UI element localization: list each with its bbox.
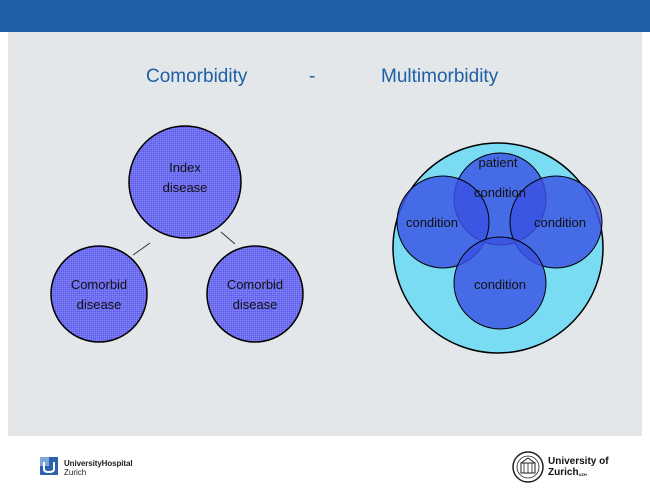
comorbid-left-label-1: Comorbid: [71, 277, 127, 292]
condition-circle-bottom: [453, 236, 547, 330]
hospital-name-line2: Zurich: [64, 468, 87, 477]
comorbid-right-label-1: Comorbid: [227, 277, 283, 292]
condition-circle-right: [509, 175, 603, 269]
condition-circle-left: [396, 175, 490, 269]
university-name: University of ZurichUZH: [548, 456, 609, 478]
university-hospital-name: UniversityHospital Zurich: [64, 459, 133, 477]
multimorbidity-diagram: patient condition condition condition co…: [392, 142, 604, 354]
header-bar: [0, 0, 650, 32]
comorbid-disease-node-left: Comorbid disease: [50, 245, 148, 343]
university-seal-icon: [512, 451, 544, 483]
slide-title: Comorbidity - Multimorbidity: [0, 66, 650, 92]
university-name-line2: Zurich: [548, 467, 579, 478]
index-disease-label-1: Index: [169, 160, 201, 175]
index-disease-node: Index disease: [128, 125, 242, 239]
comorbid-right-label-2: disease: [233, 297, 278, 312]
index-disease-label-2: disease: [163, 180, 208, 195]
comorbidity-diagram: Index disease Comorbid disease Comorbid …: [50, 125, 304, 343]
condition-label-top: condition: [474, 185, 526, 200]
title-multimorbidity: Multimorbidity: [381, 66, 499, 87]
title-separator: -: [309, 66, 316, 87]
hospital-name-line1: UniversityHospital: [64, 459, 133, 468]
comorbid-disease-node-right: Comorbid disease: [206, 245, 304, 343]
university-superscript: UZH: [578, 472, 587, 477]
condition-label-right: condition: [534, 215, 586, 230]
title-comorbidity: Comorbidity: [146, 66, 248, 87]
connector-right: [220, 231, 236, 245]
comorbid-left-label-2: disease: [77, 297, 122, 312]
university-name-line1: University of: [548, 456, 609, 467]
university-hospital-logo-icon: [40, 457, 58, 475]
condition-label-left: condition: [406, 215, 458, 230]
patient-label: patient: [478, 155, 517, 170]
condition-label-bottom: condition: [474, 277, 526, 292]
connector-left: [132, 242, 151, 256]
